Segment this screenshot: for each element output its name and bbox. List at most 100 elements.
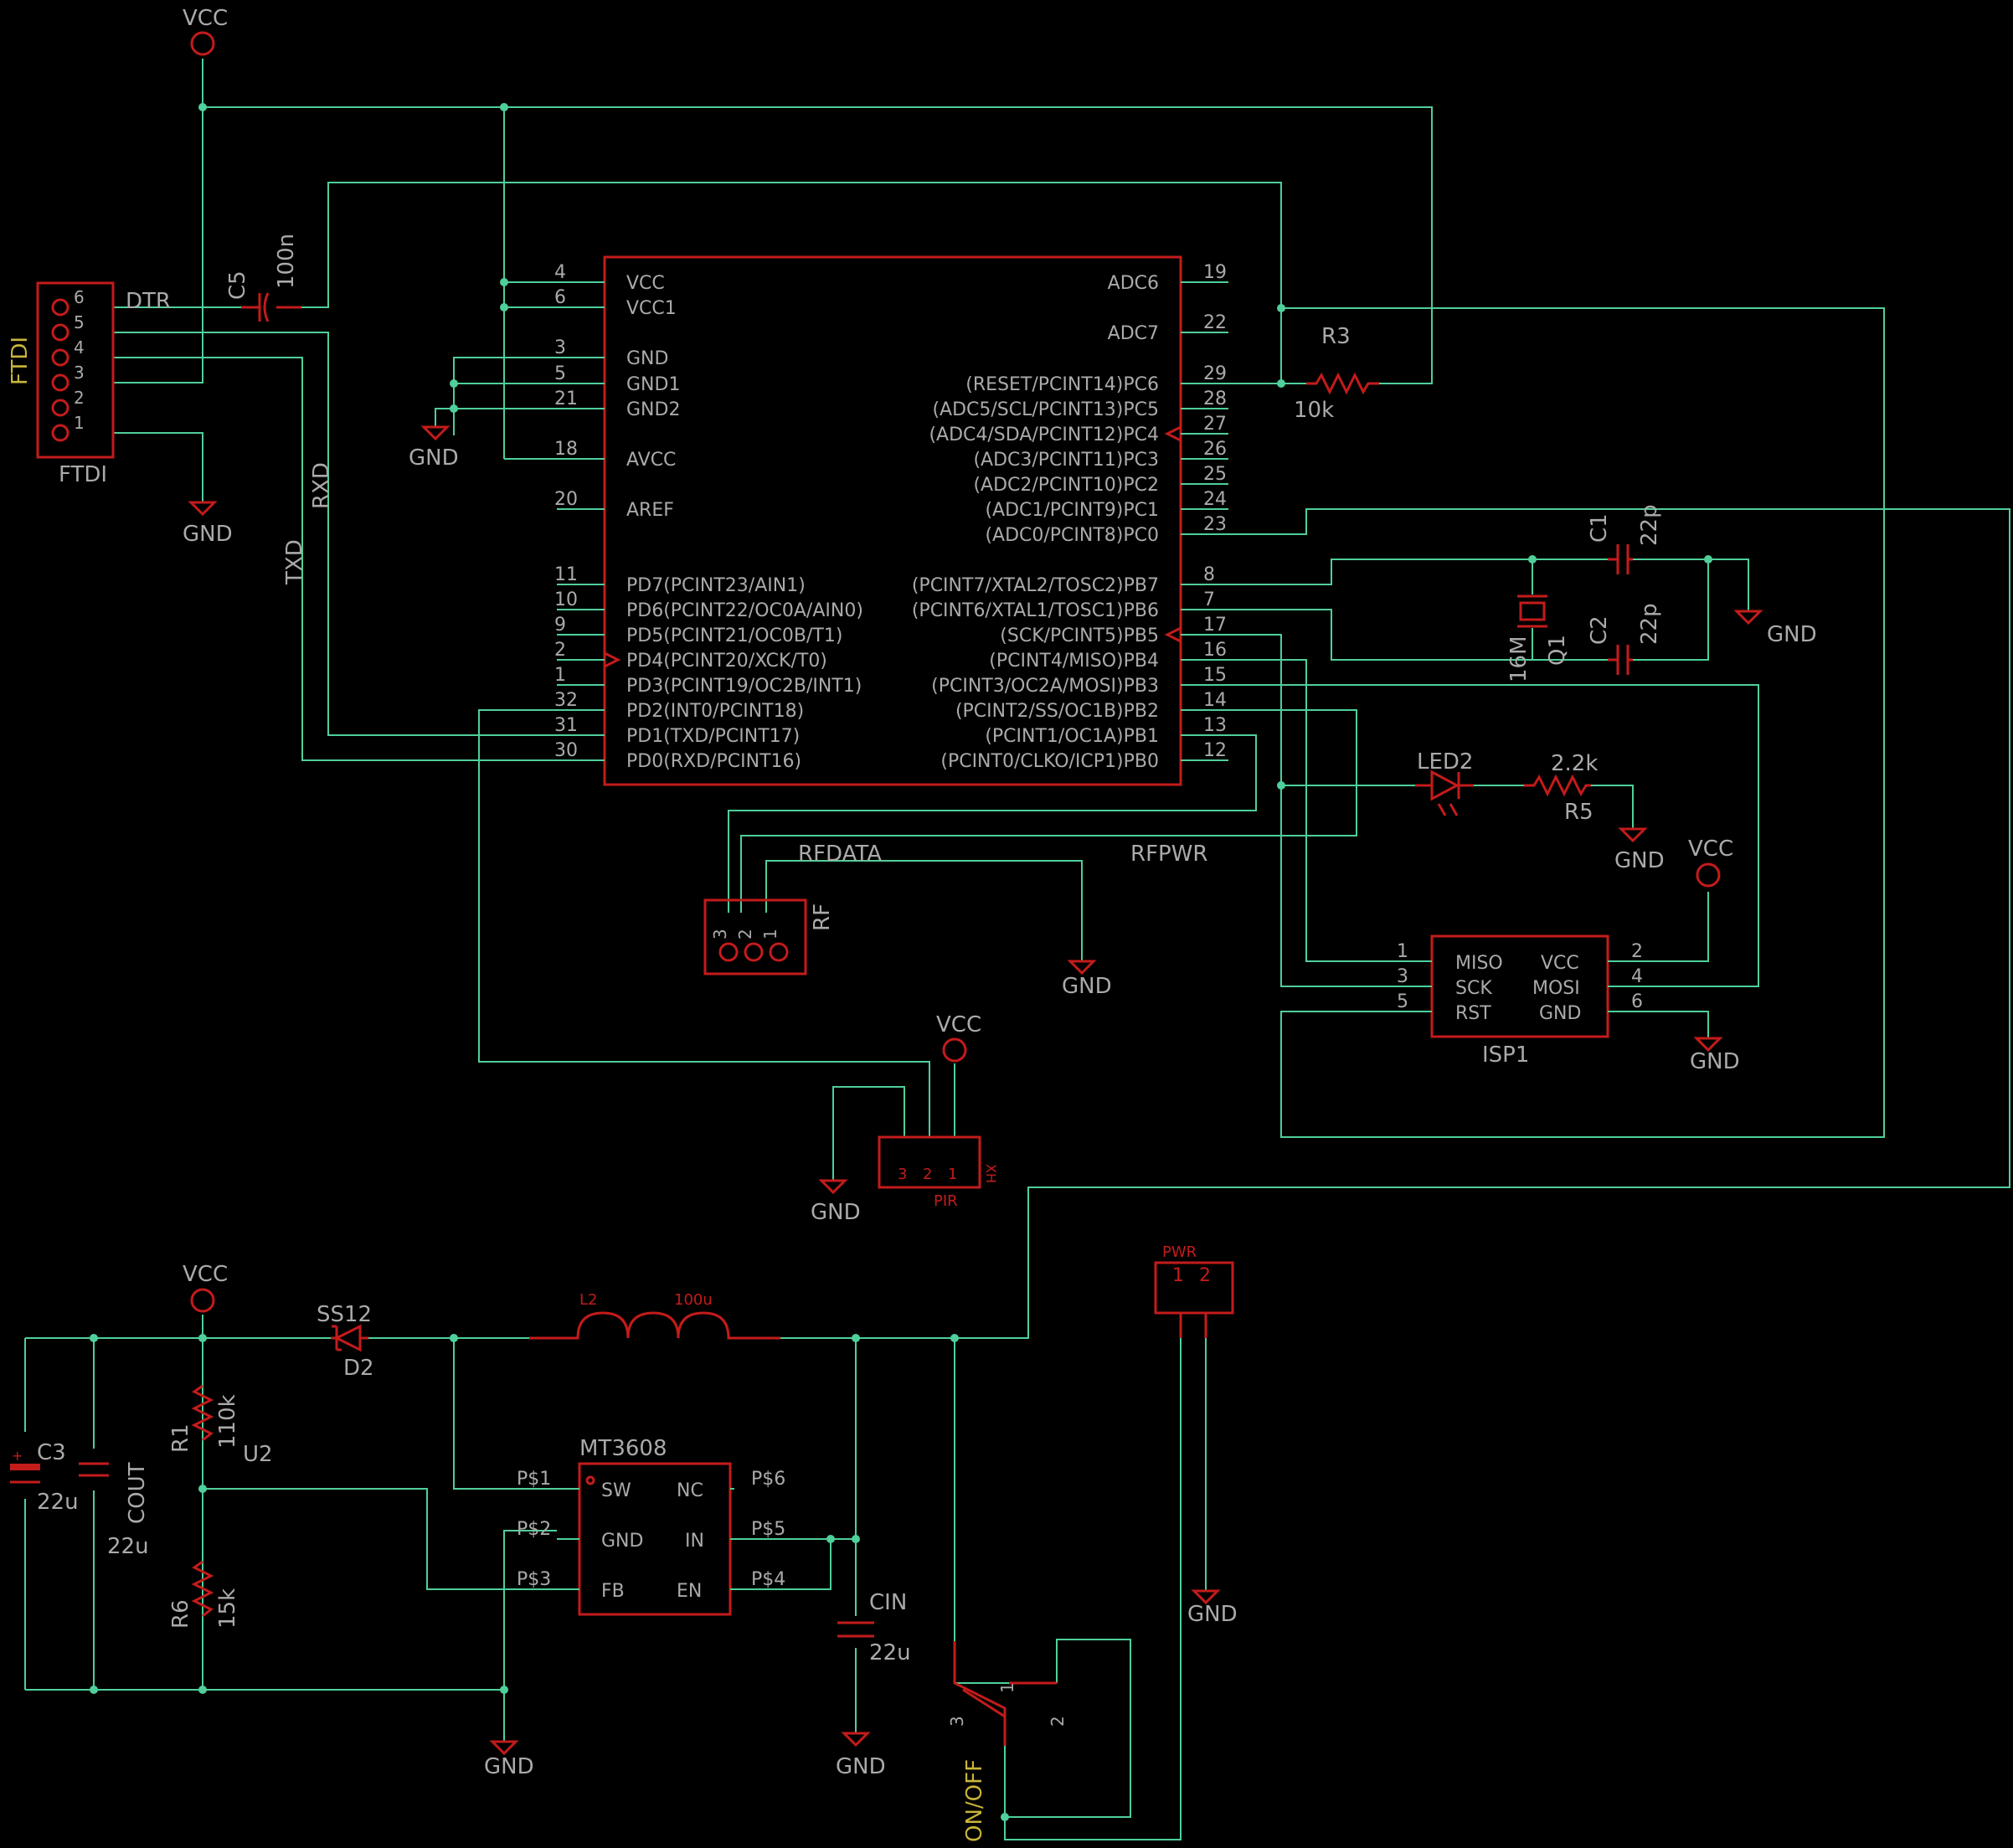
- mcu-pin-number: 31: [554, 715, 578, 736]
- svg-text:PIR: PIR: [934, 1192, 958, 1210]
- mcu-pin-number: 12: [1203, 740, 1227, 761]
- svg-text:COUT: COUT: [125, 1462, 150, 1524]
- svg-text:CIN: CIN: [869, 1590, 907, 1615]
- mcu-pin-number: 26: [1203, 439, 1227, 460]
- net-sw-node: [368, 1337, 557, 1490]
- mcu-pin-name: VCC1: [626, 298, 677, 319]
- svg-text:GND: GND: [836, 1754, 886, 1779]
- svg-text:VCC: VCC: [183, 6, 228, 31]
- svg-text:1: 1: [1397, 941, 1408, 962]
- on-off-switch: 3 1 2 ON/OFF: [947, 1641, 1068, 1842]
- r5-resistor: 2.2k R5: [1524, 751, 1598, 825]
- mcu-pin-name: ADC6: [1108, 273, 1159, 294]
- mcu-pin-number: 28: [1203, 389, 1227, 409]
- d2-diode: SS12 D2: [317, 1302, 374, 1381]
- svg-text:SW: SW: [601, 1480, 631, 1501]
- mcu-pin-number: 23: [1203, 514, 1227, 535]
- mcu-left-pins: 4VCC6VCC13GND5GND121GND218AVCC20AREF11PD…: [554, 262, 863, 772]
- net-mcu-gnd: [435, 357, 557, 435]
- net-vout: [734, 1337, 1028, 1733]
- svg-text:Q1: Q1: [1545, 635, 1570, 666]
- vcc-symbol-isp: VCC: [1688, 836, 1733, 888]
- svg-text:GND: GND: [1614, 848, 1665, 873]
- q1-crystal: Q1 16M: [1506, 595, 1570, 682]
- net-pb2: [740, 709, 1357, 913]
- svg-text:GND: GND: [484, 1754, 534, 1779]
- svg-text:15k: 15k: [215, 1588, 240, 1629]
- svg-text:GND: GND: [183, 522, 233, 547]
- u2-name: U2: [243, 1442, 273, 1467]
- mcu-pin-number: 2: [554, 640, 566, 661]
- svg-text:RST: RST: [1455, 1003, 1491, 1024]
- mcu-pin-number: 10: [554, 589, 578, 610]
- net-xtal2: [1228, 559, 1709, 661]
- net-vcc-top: [202, 59, 1433, 460]
- mcu-pin-number: 14: [1203, 690, 1227, 711]
- pir-connector: 3 2 1 PIR XH: [878, 1135, 999, 1210]
- ftdi-pin-1: 1: [74, 413, 85, 433]
- mcu-pin-number: 27: [1203, 414, 1227, 435]
- svg-text:MOSI: MOSI: [1532, 978, 1580, 999]
- mcu-pin-number: 32: [554, 690, 578, 711]
- svg-text:NC: NC: [677, 1480, 703, 1501]
- mcu-pin-name: (PCINT2/SS/OC1B)PB2: [955, 701, 1159, 722]
- mcu-pin-name: PD4(PCINT20/XCK/T0): [626, 651, 827, 672]
- cin-capacitor: CIN 22u: [837, 1590, 911, 1665]
- mcu-pin-number: 8: [1203, 564, 1215, 585]
- svg-text:L2: L2: [579, 1291, 597, 1309]
- net-isp-vcc: [1630, 892, 1709, 962]
- net-vin: [24, 1315, 557, 1691]
- svg-text:D2: D2: [343, 1356, 374, 1381]
- svg-text:10k: 10k: [1294, 398, 1334, 423]
- junctions: [90, 103, 1712, 1821]
- svg-text:5: 5: [1397, 991, 1408, 1012]
- net-ftdi-vcc: [113, 107, 203, 383]
- mcu-pin-number: 20: [554, 489, 578, 510]
- svg-text:1: 1: [1172, 1265, 1184, 1286]
- vcc-symbol-top: VCC: [183, 6, 228, 56]
- gnd-symbol-isp: GND: [1690, 1037, 1740, 1074]
- svg-text:P$1: P$1: [517, 1469, 551, 1490]
- svg-text:GND: GND: [601, 1531, 643, 1552]
- svg-text:3: 3: [898, 1166, 907, 1183]
- mcu-pin-name: GND2: [626, 399, 680, 420]
- mcu-pin-name: (ADC5/SCL/PCINT13)PC5: [932, 399, 1159, 420]
- mcu-pin-name: (PCINT3/OC2A/MOSI)PB3: [931, 676, 1159, 697]
- svg-text:P$2: P$2: [517, 1519, 551, 1540]
- gnd-symbol-pwr: GND: [1187, 1589, 1238, 1627]
- mcu-pin-name: ADC7: [1108, 323, 1159, 344]
- c1-capacitor: C1 22p: [1587, 504, 1662, 574]
- net-dtr: [113, 182, 1282, 308]
- mcu-pin-number: 15: [1203, 665, 1227, 686]
- mcu-pin-number: 1: [554, 665, 566, 686]
- gnd-symbol-pir: GND: [811, 1179, 861, 1225]
- svg-text:C2: C2: [1587, 615, 1612, 645]
- mcu-pin-name: GND: [626, 348, 668, 369]
- svg-text:GND: GND: [409, 445, 459, 471]
- svg-text:3: 3: [710, 929, 730, 939]
- mcu-right-pins: 19ADC622ADC729(RESET/PCINT14)PC628(ADC5/…: [912, 262, 1228, 772]
- mcu-pin-name: (ADC0/PCINT8)PC0: [985, 525, 1159, 546]
- gnd-symbol-mcu: GND: [409, 425, 459, 471]
- net-fb: [203, 1488, 557, 1590]
- mcu-pin-name: (ADC1/PCINT9)PC1: [985, 500, 1159, 521]
- r1-resistor: R1 110k: [168, 1384, 240, 1453]
- svg-text:GND: GND: [1062, 974, 1112, 999]
- mcu-pin-number: 30: [554, 740, 578, 761]
- svg-text:VCC: VCC: [936, 1012, 981, 1037]
- svg-text:2: 2: [923, 1166, 932, 1183]
- net-pir-gnd: [832, 1086, 905, 1181]
- svg-text:IN: IN: [685, 1531, 704, 1552]
- ftdi-pin-4: 4: [74, 337, 85, 358]
- mcu-pin-name: (ADC4/SDA/PCINT12)PC4: [929, 425, 1159, 445]
- mcu-pin-name: PD1(TXD/PCINT17): [626, 726, 800, 747]
- net-rf-gnd: [765, 860, 1083, 961]
- svg-text:LED2: LED2: [1417, 749, 1473, 775]
- svg-text:GND: GND: [1690, 1049, 1740, 1074]
- svg-text:22p: 22p: [1637, 504, 1662, 546]
- net-pc0: [782, 508, 2010, 1339]
- c5-capacitor: C5 100n: [225, 234, 301, 322]
- svg-text:P$3: P$3: [517, 1569, 551, 1590]
- mcu-pin-name: (PCINT4/MISO)PB4: [989, 651, 1159, 672]
- net-xtal1: [1228, 559, 1749, 611]
